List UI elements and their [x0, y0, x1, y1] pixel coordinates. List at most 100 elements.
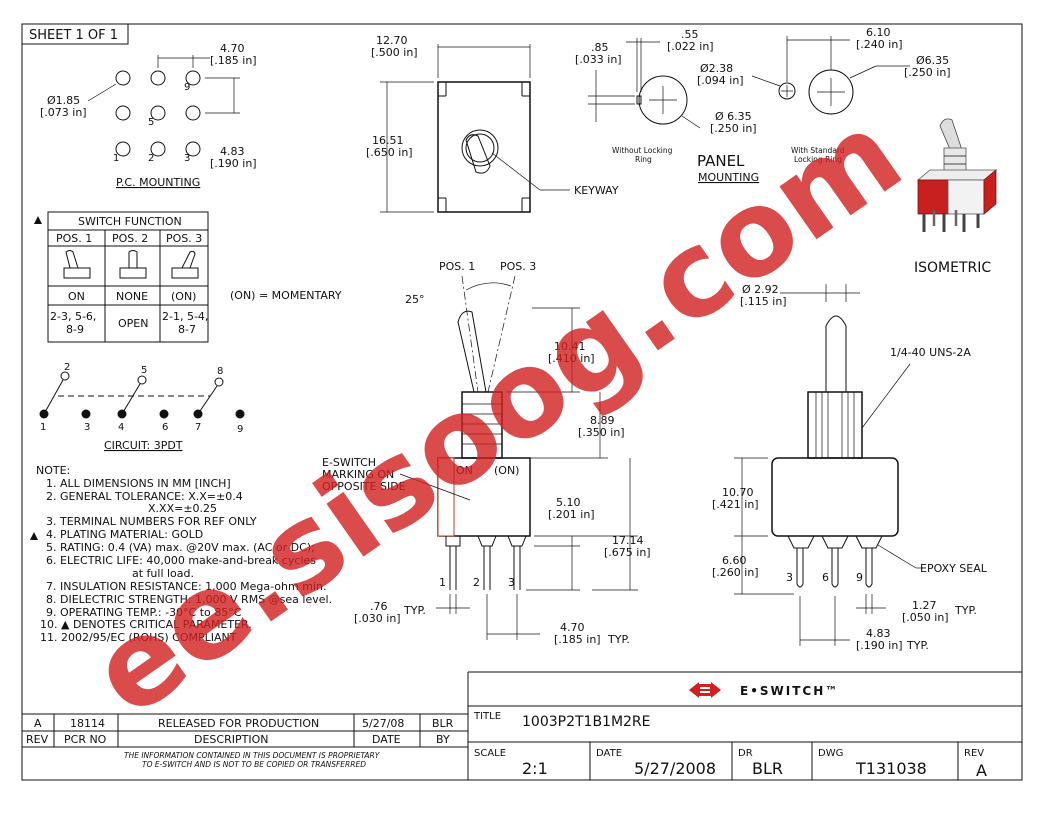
rev-value: A	[976, 761, 987, 780]
circuit-label-9: 9	[237, 424, 243, 435]
title-block: E•SWITCH™ TITLE 1003P2T1B1M2RE SCALE 2:1…	[468, 671, 1022, 780]
circuit-label-8: 8	[217, 366, 223, 377]
side-dim-bushing: 8.89	[590, 414, 615, 427]
side-dim-bushing-in: [.350 in]	[578, 426, 625, 439]
circuit-label-1: 1	[40, 422, 46, 433]
pc-pin-3: 3	[184, 153, 190, 164]
end-dim-pin-len: 6.60	[722, 554, 747, 567]
front-dim-width: 12.70	[376, 34, 408, 47]
sf-momentary-note: (ON) = MOMENTARY	[230, 289, 342, 302]
end-dim-pitch-typ: TYP.	[906, 639, 929, 652]
side-dim-lever: 10.41	[554, 340, 586, 353]
side-mom: (ON)	[494, 464, 519, 477]
dwg-value: T131038	[855, 759, 927, 778]
end-dim-pin-w-in: [.050 in]	[902, 611, 949, 624]
end-dim-lever: Ø 2.92	[742, 283, 779, 296]
note-line-4: 4. PLATING MATERIAL: GOLD	[46, 528, 203, 541]
note-line-3: 3. TERMINAL NUMBERS FOR REF ONLY	[46, 515, 257, 528]
side-marking-3: OPPOSITE SIDE	[322, 480, 406, 493]
pc-dim-spacing-v-in: [.190 in]	[210, 157, 257, 170]
rev-notice-1: THE INFORMATION CONTAINED IN THIS DOCUME…	[124, 751, 381, 760]
dwg-label: DWG	[818, 748, 843, 759]
pc-dim-hole-in: [.073 in]	[40, 106, 87, 119]
toggle-pos2-icon	[119, 250, 147, 279]
side-marking-1: E-SWITCH	[322, 456, 376, 469]
pc-dim-spacing-h-in: [.185 in]	[210, 54, 257, 67]
date-value: 5/27/2008	[634, 759, 716, 778]
end-pin-3: 3	[786, 571, 793, 584]
circuit-label-4: 4	[118, 422, 124, 433]
panel-dim-c-in: [.250 in]	[710, 122, 757, 135]
rev-row-rev: A	[34, 717, 42, 730]
end-thread: 1/4-40 UNS-2A	[890, 346, 971, 359]
circuit-label-6: 6	[162, 422, 168, 433]
sf-header-pos1: POS. 1	[56, 232, 92, 245]
sf-header-pos2: POS. 2	[112, 232, 148, 245]
note-line-6b: at full load.	[132, 567, 194, 580]
end-dim-pin-len-in: [.260 in]	[712, 566, 759, 579]
panel-dim-a: .85	[591, 41, 609, 54]
revision-block: A 18114 RELEASED FOR PRODUCTION 5/27/08 …	[22, 672, 469, 780]
sf-header-pos3: POS. 3	[166, 232, 202, 245]
pc-pin-2: 2	[148, 153, 154, 164]
sf-conn-pos3-a: 2-1, 5-4,	[162, 310, 208, 323]
front-dim-width-in: [.500 in]	[371, 46, 418, 59]
side-dim-total: 17.14	[612, 534, 644, 547]
switch-function-title: SWITCH FUNCTION	[78, 215, 182, 228]
scale-value: 2:1	[522, 759, 548, 778]
sheet-label-box	[21, 23, 129, 45]
panel-dim-d: Ø2.38	[700, 62, 733, 75]
panel-dim-e-in: [.240 in]	[856, 38, 903, 51]
end-pin-6: 6	[822, 571, 829, 584]
panel-dim-b-in: [.022 in]	[667, 40, 714, 53]
end-pin-9: 9	[856, 571, 863, 584]
pc-mounting-title: P.C. MOUNTING	[116, 176, 200, 189]
brand-name: E•SWITCH™	[740, 684, 839, 698]
sheet-border	[21, 23, 1023, 781]
note-line-6: 6. ELECTRIC LIFE: 40,000 make-and-break …	[46, 554, 316, 567]
rev-header-desc: DESCRIPTION	[194, 733, 268, 746]
panel-title-1: PANEL	[697, 152, 745, 170]
date-label: DATE	[596, 748, 622, 759]
side-pos3: POS. 3	[500, 260, 536, 273]
circuit-title: CIRCUIT: 3PDT	[104, 439, 183, 452]
side-on: ON	[456, 464, 473, 477]
panel-dim-e: 6.10	[866, 26, 891, 39]
isometric-label: ISOMETRIC	[914, 260, 991, 276]
front-view: 12.70 [.500 in] 16.51 [.650 in] KEYWAY	[366, 34, 619, 213]
panel-caption-right-1: With Standard	[791, 146, 845, 155]
sf-state-pos1: ON	[68, 290, 85, 303]
rev-row-desc: RELEASED FOR PRODUCTION	[158, 717, 319, 730]
end-epoxy: EPOXY SEAL	[920, 562, 988, 575]
end-dim-pin-w-typ: TYP.	[954, 604, 977, 617]
side-marking-2: MARKING ON	[322, 468, 394, 481]
note-line-8: 8. DIELECTRIC STRENGTH: 1,000 V RMS @sea…	[46, 593, 332, 606]
note-line-9: 9. OPERATING TEMP.: -30°C to 85°C	[46, 606, 242, 619]
end-view: Ø 2.92 [.115 in] 1/4-40 UNS-2A 10.70 [.4…	[712, 283, 988, 652]
rev-label: REV	[964, 748, 984, 759]
rev-header-pcr: PCR NO	[64, 733, 107, 746]
circuit-label-5: 5	[141, 365, 147, 376]
note-line-5: 5. RATING: 0.4 (VA) max. @20V max. (AC o…	[46, 541, 315, 554]
pc-mounting: 4.70 [.185 in] Ø1.85 [.073 in] 4.83 [.19…	[40, 42, 257, 189]
end-dim-pitch-in: [.190 in]	[856, 639, 903, 652]
rev-row-date: 5/27/08	[362, 717, 404, 730]
rev-row-pcr: 18114	[70, 717, 105, 730]
panel-dim-d-in: [.094 in]	[697, 74, 744, 87]
note-line-2b: X.XX=±0.25	[148, 502, 217, 515]
toggle-pos1-icon	[63, 250, 91, 279]
side-dim-body: 5.10	[556, 496, 581, 509]
sf-state-pos3: (ON)	[171, 290, 196, 303]
rev-notice-2: TO E-SWITCH AND IS NOT TO BE COPIED OR T…	[142, 760, 366, 769]
end-dim-body-in: [.421 in]	[712, 498, 759, 511]
rev-header-date: DATE	[372, 733, 401, 746]
rev-header-rev: REV	[26, 733, 49, 746]
side-dim-pitch-typ: TYP.	[607, 633, 630, 646]
end-dim-pitch: 4.83	[866, 627, 891, 640]
isometric-view: ISOMETRIC	[914, 118, 998, 276]
end-dim-pin-w: 1.27	[912, 599, 937, 612]
panel-caption-left-2: Ring	[635, 155, 652, 164]
note-line-10: 10. ▲ DENOTES CRITICAL PARAMETER.	[40, 618, 252, 631]
panel-dim-f: Ø6.35	[916, 54, 949, 67]
sheet-label: SHEET 1 OF 1	[29, 28, 118, 43]
